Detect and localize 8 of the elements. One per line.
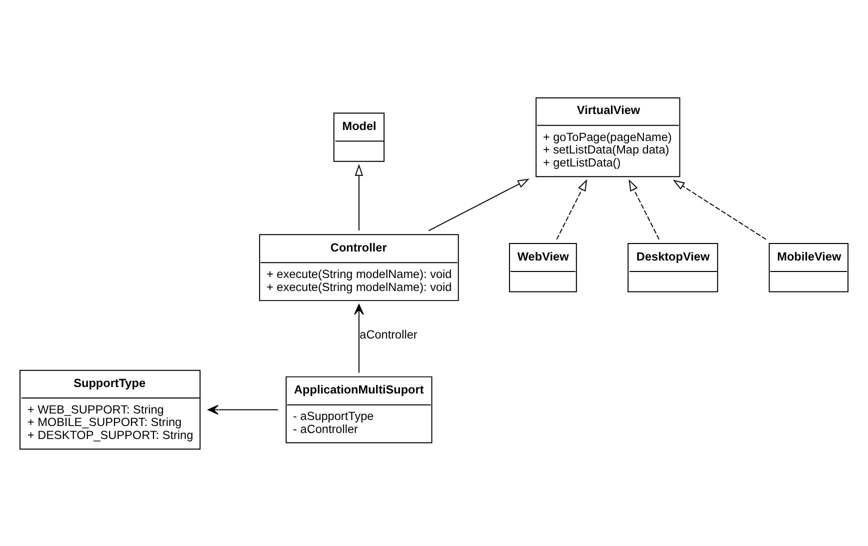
arrow: [354, 304, 364, 373]
arrow: [208, 404, 279, 414]
arrow: [628, 178, 660, 240]
arrow: [354, 164, 364, 230]
arrow: [672, 179, 767, 240]
arrow: [556, 178, 588, 240]
edge-label: aController: [360, 327, 418, 342]
arrow: [428, 178, 530, 231]
